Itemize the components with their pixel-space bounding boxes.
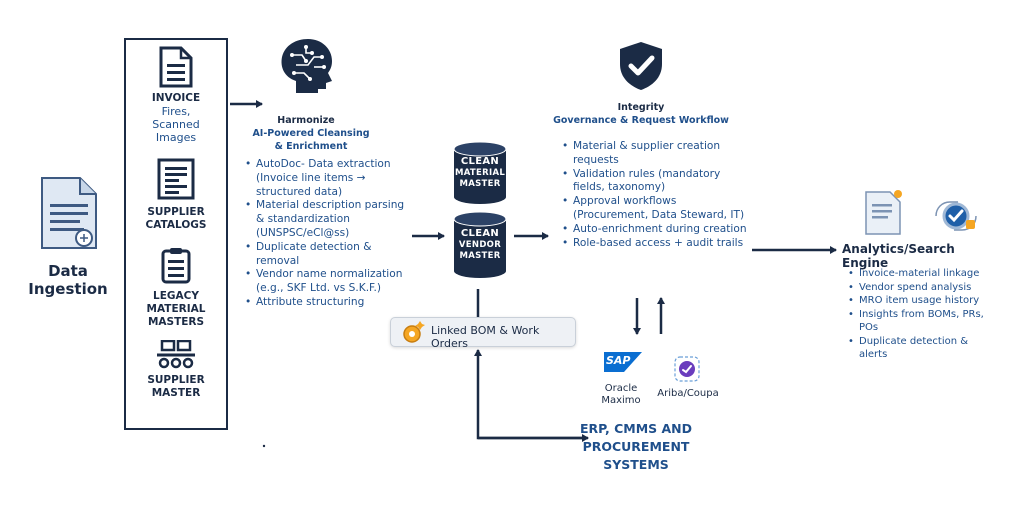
catalog-icon — [157, 158, 195, 200]
analytics-check-gear-icon — [935, 201, 977, 231]
integrity-bullet-list: Material & supplier creation requests Va… — [562, 140, 748, 250]
harmonize-title: Harmonize — [277, 115, 335, 126]
integrity-bullet: Material & supplier creation requests — [562, 140, 748, 168]
shield-check-icon — [620, 42, 662, 90]
analytics-bullet: Duplicate detection & alerts — [848, 335, 988, 362]
analytics-bullet: Vendor spend analysis — [848, 281, 988, 295]
material-master-cylinder — [453, 141, 507, 204]
linked-bom-pill: Linked BOM & Work Orders — [390, 317, 576, 350]
integrity-bullet: Auto-enrichment during creation — [562, 223, 748, 237]
integrity-bullet: Approval workflows (Procurement, Data St… — [562, 195, 748, 223]
ariba-coupa-label: Ariba/Coupa — [657, 388, 719, 399]
sap-logo — [604, 352, 642, 372]
sources-panel: INVOICE Fires, Scanned Images SUPPLIER C… — [124, 38, 228, 430]
source-invoice-subtitle: Fires, Scanned Images — [152, 105, 200, 144]
analytics-document-icon — [865, 190, 902, 235]
document-scan-icon — [41, 177, 97, 249]
integrity-title: Integrity — [617, 102, 665, 113]
analytics-bullet: Insights from BOMs, PRs, POs — [848, 308, 988, 335]
analytics-bullet: MRO item usage history — [848, 294, 988, 308]
vendor-master-label: CLEAN VENDOR MASTER — [458, 228, 502, 261]
ariba-coupa-icon — [674, 356, 700, 382]
source-catalogs-label: SUPPLIER CATALOGS — [145, 206, 207, 231]
harmonize-bullet: Attribute structuring — [245, 296, 405, 310]
linked-bom-label: Linked BOM & Work Orders — [431, 324, 540, 350]
analytics-bullet: Invoice-material linkage — [848, 267, 988, 281]
material-master-label: CLEAN MATERIAL MASTER — [454, 156, 506, 189]
harmonize-bullet: Duplicate detection & removal — [245, 241, 405, 269]
harmonize-bullet: Material description parsing & standardi… — [245, 199, 405, 240]
clipboard-icon — [161, 248, 191, 284]
harmonize-bullet-list: AutoDoc- Data extraction (Invoice line i… — [245, 158, 405, 310]
oracle-maximo-label: Oracle Maximo — [601, 383, 641, 406]
document-icon — [159, 46, 193, 88]
integrity-bullet: Validation rules (mandatory fields, taxo… — [562, 168, 748, 196]
sap-logo-text: SAP — [606, 354, 631, 367]
gear-link-icon — [403, 321, 425, 343]
ai-brain-icon — [281, 39, 332, 93]
integrity-subtitle: Governance & Request Workflow — [553, 115, 729, 126]
analytics-bullet-list: Invoice-material linkage Vendor spend an… — [848, 267, 988, 362]
source-invoice-label: INVOICE Fires, Scanned Images — [126, 92, 226, 144]
source-supplier-master-label: SUPPLIER MASTER — [147, 374, 205, 399]
erp-title: ERP, CMMS AND PROCUREMENT SYSTEMS — [579, 421, 693, 472]
harmonize-subtitle: AI-Powered Cleansing & Enrichment — [252, 128, 370, 152]
analytics-title: Analytics/Search Engine — [842, 242, 955, 270]
harmonize-bullet: AutoDoc- Data extraction (Invoice line i… — [245, 158, 405, 199]
ingestion-group: Data Ingestion — [14, 176, 122, 298]
org-chart-icon — [157, 340, 195, 369]
connector-erp-to-pill — [474, 349, 584, 440]
harmonize-bullet: Vendor name normalization (e.g., SKF Ltd… — [245, 268, 405, 296]
vendor-master-cylinder — [453, 211, 507, 278]
stray-dot — [262, 444, 266, 448]
source-legacy-label: LEGACY MATERIAL MASTERS — [146, 290, 206, 328]
ingestion-label: Data Ingestion — [28, 262, 108, 298]
integrity-bullet: Role-based access + audit trails — [562, 237, 748, 251]
